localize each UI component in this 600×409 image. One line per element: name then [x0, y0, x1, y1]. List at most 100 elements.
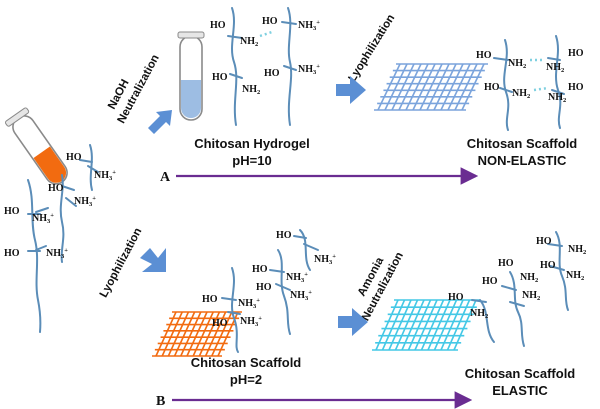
mesh-strand [440, 299, 464, 351]
svg-text:NH3+: NH3+ [32, 212, 54, 225]
mesh-strand [161, 311, 183, 357]
bottom-right-scaffold-chains [471, 231, 569, 347]
start-chitosan-labels: HO NH3+ HO NH3+ HO NH3+ HO NH3+ [4, 152, 116, 260]
svg-text:HO: HO [568, 48, 584, 59]
mesh-strand [173, 311, 196, 357]
svg-text:HO: HO [482, 276, 498, 287]
mesh-strand [377, 63, 401, 111]
mesh-strand [394, 299, 419, 351]
mesh-strand [375, 299, 399, 351]
svg-text:NH3+: NH3+ [238, 297, 260, 310]
svg-text:Chitosan Scaffold: Chitosan Scaffold [467, 136, 578, 151]
hydrogel-hbonds [259, 30, 273, 38]
scaffold-bottom-left-label: Chitosan Scaffold pH=2 [191, 355, 302, 387]
svg-text:HO: HO [476, 50, 492, 61]
svg-text:NH2: NH2 [512, 88, 530, 100]
mesh-strand [419, 63, 443, 111]
svg-text:HO: HO [536, 236, 552, 247]
svg-text:HO: HO [448, 292, 464, 303]
svg-text:HO: HO [48, 183, 64, 194]
hydrogel-chains [227, 7, 297, 126]
svg-text:Chitosan Hydrogel: Chitosan Hydrogel [194, 136, 310, 151]
svg-text:NH2: NH2 [240, 36, 258, 48]
svg-text:HO: HO [276, 230, 292, 241]
svg-text:NON-ELASTIC: NON-ELASTIC [478, 153, 567, 168]
svg-text:HO: HO [252, 264, 268, 275]
svg-text:NH2: NH2 [470, 308, 488, 320]
arrow-icon [140, 248, 166, 272]
path-b-letter: B [156, 394, 165, 409]
mesh-strand [420, 299, 445, 351]
hydrogel-chem-labels: HO NH2 HO NH2 HO NH3+ HO NH3+ [210, 16, 320, 96]
svg-text:HO: HO [66, 152, 82, 163]
svg-text:NH2: NH2 [520, 272, 538, 284]
svg-text:NH3+: NH3+ [298, 19, 320, 32]
svg-text:NH2: NH2 [508, 58, 526, 70]
mesh-strand [461, 63, 485, 111]
svg-text:HO: HO [256, 282, 272, 293]
svg-text:Lyophilization: Lyophilization [98, 226, 145, 300]
naoh-neutralization-label: NaOH Neutralization [106, 53, 162, 126]
svg-text:HO: HO [212, 318, 228, 329]
mesh-strand [414, 299, 438, 351]
mesh-strand [401, 299, 425, 351]
mesh-strand [433, 63, 457, 111]
scaffold-bottom-right-label: Chitosan Scaffold ELASTIC [465, 366, 576, 398]
svg-text:NH2: NH2 [242, 84, 260, 96]
svg-text:ELASTIC: ELASTIC [492, 383, 548, 398]
cyan-scaffold-mesh-icon [372, 299, 480, 351]
svg-text:NH2: NH2 [546, 62, 564, 74]
mesh-strand [167, 311, 190, 357]
mesh-strand [186, 311, 208, 357]
top-scaffold-hbonds [530, 58, 549, 92]
bottom-right-chem-labels: HO NH2 HO NH2 HO NH2 HO NH2 HO NH2 [448, 236, 586, 320]
bottom-left-scaffold-chains [221, 229, 319, 353]
mesh-strand [407, 299, 432, 351]
svg-text:HO: HO [484, 82, 500, 93]
top-scaffold-chem-labels: HO NH2 HO NH2 HO NH2 HO NH2 [476, 48, 584, 104]
path-a-letter: A [160, 170, 171, 185]
arrow-icon [148, 110, 172, 134]
svg-text:Lyophilization: Lyophilization [346, 12, 397, 84]
svg-text:pH=2: pH=2 [230, 372, 262, 387]
svg-text:HO: HO [210, 20, 226, 31]
blue-hydrogel-tube-icon [177, 31, 205, 121]
lyophilization-bottom-label: Lyophilization [98, 226, 145, 300]
mesh-strand [384, 63, 408, 111]
mesh-strand [440, 63, 464, 111]
svg-text:NH3+: NH3+ [46, 247, 68, 260]
mesh-strand [155, 311, 177, 357]
hydrogel-label: Chitosan Hydrogel pH=10 [194, 136, 310, 168]
bottom-left-chem-labels: HO NH3+ HO NH3+ HO NH3+ HO NH3+ HO NH3+ [202, 230, 336, 329]
svg-text:NH2: NH2 [566, 270, 584, 282]
start-chitosan-chains [27, 144, 99, 333]
lyophilization-top-label: Lyophilization [346, 12, 397, 84]
svg-text:NH3+: NH3+ [290, 289, 312, 302]
svg-text:pH=10: pH=10 [232, 153, 271, 168]
svg-text:Chitosan Scaffold: Chitosan Scaffold [465, 366, 576, 381]
mesh-strand [211, 311, 233, 357]
mesh-strand [391, 63, 415, 111]
svg-text:NH2: NH2 [548, 92, 566, 104]
mesh-strand [192, 311, 214, 357]
arrow-icon [338, 308, 368, 336]
mesh-strand [447, 63, 471, 111]
mesh-strand [426, 63, 450, 111]
arrow-icon [336, 76, 366, 104]
svg-text:NH3+: NH3+ [298, 63, 320, 76]
svg-text:HO: HO [202, 294, 218, 305]
top-scaffold-chains [493, 35, 565, 131]
svg-text:HO: HO [540, 260, 556, 271]
scaffold-top-label: Chitosan Scaffold NON-ELASTIC [467, 136, 578, 168]
mesh-strand [405, 63, 429, 111]
svg-text:NH3+: NH3+ [286, 271, 308, 284]
svg-text:NH3+: NH3+ [74, 195, 96, 208]
svg-text:HO: HO [4, 206, 20, 217]
svg-text:NH3+: NH3+ [314, 253, 336, 266]
mesh-strand [388, 299, 412, 351]
svg-text:HO: HO [262, 16, 278, 27]
svg-text:HO: HO [498, 258, 514, 269]
svg-text:NH2: NH2 [568, 244, 586, 256]
svg-text:HO: HO [264, 68, 280, 79]
